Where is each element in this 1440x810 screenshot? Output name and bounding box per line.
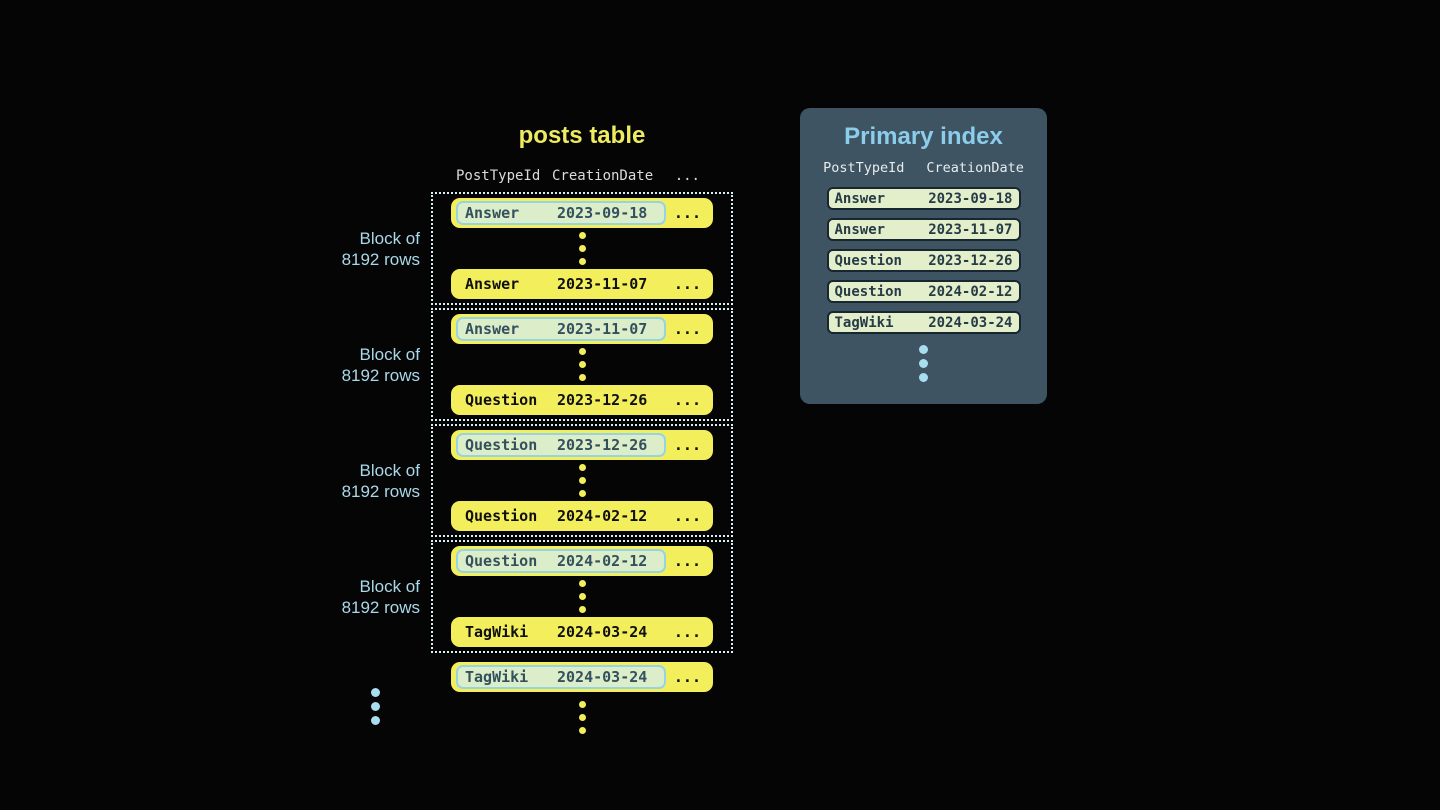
row-more-cells: ...: [673, 204, 701, 222]
primary-index-title: Primary index: [844, 123, 1003, 150]
table-row-next-block: TagWiki 2024-03-24 ...: [451, 662, 713, 692]
index-entry: TagWiki 2024-03-24: [826, 311, 1021, 334]
index-entry: Question 2024-02-12: [826, 280, 1021, 303]
index-entry: Question 2023-12-26: [826, 249, 1021, 272]
table-row: Question 2023-12-26 ...: [451, 430, 713, 460]
posts-table-column-headers: PostTypeId CreationDate ...: [450, 166, 712, 186]
table-row: Answer 2023-11-07 ...: [451, 314, 713, 344]
index-entry: Answer 2023-11-07: [826, 218, 1021, 241]
block-label-3: Block of 8192 rows: [341, 460, 420, 501]
more-blocks-ellipsis-dots: [371, 688, 380, 725]
table-row: Question 2024-02-12 ...: [451, 546, 713, 576]
table-row: Answer 2023-09-18 ...: [451, 198, 713, 228]
primary-index-column-headers: PostTypeId CreationDate: [823, 160, 1024, 176]
index-entry: Answer 2023-09-18: [826, 187, 1021, 210]
row-more-cells: ...: [673, 320, 701, 338]
primary-key-highlight: Question 2023-12-26: [456, 433, 666, 457]
table-row: Question 2023-12-26 ...: [451, 385, 713, 415]
block-label-1: Block of 8192 rows: [341, 228, 420, 269]
index-column-posttypeid: PostTypeId: [823, 160, 905, 176]
column-header-more: ...: [674, 168, 700, 184]
row-ellipsis-dots: [578, 348, 586, 381]
row-ellipsis-dots: [578, 464, 586, 497]
primary-key-highlight: Answer 2023-11-07: [456, 317, 666, 341]
row-more-cells: ...: [673, 552, 701, 570]
more-index-entries-ellipsis-dots: [919, 345, 928, 382]
column-header-creationdate: CreationDate: [552, 168, 654, 184]
block-label-2: Block of 8192 rows: [341, 344, 420, 385]
row-block-3: Block of 8192 rows Question 2023-12-26 .…: [342, 424, 733, 537]
primary-index-panel: Primary index PostTypeId CreationDate An…: [800, 108, 1047, 404]
row-more-cells: ...: [673, 391, 701, 409]
table-row: Answer 2023-11-07 ...: [451, 269, 713, 299]
table-row: TagWiki 2024-03-24 ...: [451, 617, 713, 647]
row-ellipsis-dots: [578, 580, 586, 613]
primary-key-highlight: Answer 2023-09-18: [456, 201, 666, 225]
column-header-posttypeid: PostTypeId: [456, 168, 541, 184]
row-block-4: Block of 8192 rows Question 2024-02-12 .…: [342, 540, 733, 653]
table-row: Question 2024-02-12 ...: [451, 501, 713, 531]
primary-key-highlight: TagWiki 2024-03-24: [456, 665, 666, 689]
primary-index-rows: Answer 2023-09-18 Answer 2023-11-07 Ques…: [826, 187, 1021, 334]
posts-table-body: Block of 8192 rows Answer 2023-09-18 ...…: [342, 192, 733, 734]
row-more-cells: ...: [673, 436, 701, 454]
primary-key-highlight: Question 2024-02-12: [456, 549, 666, 573]
row-ellipsis-dots: [578, 232, 586, 265]
row-more-cells: ...: [673, 668, 701, 686]
posts-table-title: posts table: [518, 122, 646, 149]
row-block-1: Block of 8192 rows Answer 2023-09-18 ...…: [342, 192, 733, 305]
block-label-4: Block of 8192 rows: [341, 576, 420, 617]
row-more-cells: ...: [673, 623, 701, 641]
row-more-cells: ...: [673, 507, 701, 525]
index-column-creationdate: CreationDate: [926, 160, 1024, 176]
row-more-cells: ...: [673, 275, 701, 293]
more-rows-ellipsis-dots: [431, 701, 733, 734]
row-block-2: Block of 8192 rows Answer 2023-11-07 ...…: [342, 308, 733, 421]
